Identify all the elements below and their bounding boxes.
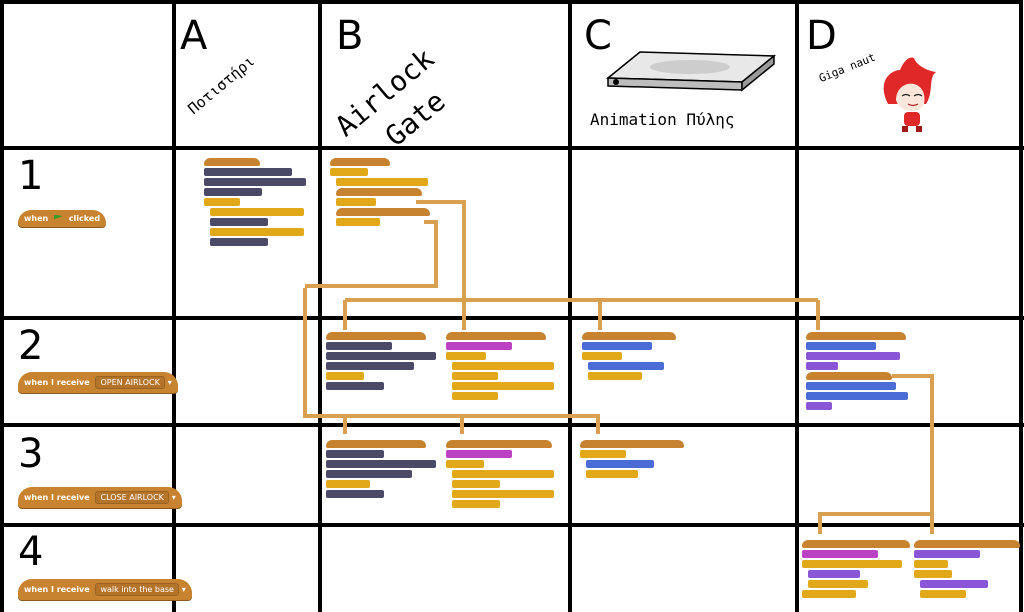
hat-message: CLOSE AIRLOCK (95, 491, 169, 504)
row-2-number: 2 (18, 323, 44, 369)
row-3-number: 3 (18, 431, 44, 477)
hat-suffix: clicked (68, 214, 101, 223)
script-d4-right (914, 540, 1020, 600)
column-d-letter: D (806, 13, 837, 59)
chevron-down-icon: ▾ (181, 585, 186, 594)
column-a-letter: A (180, 13, 208, 59)
red-fox-astronaut-icon (883, 57, 936, 132)
column-c-title: Animation Πύλης (590, 110, 735, 129)
hat-message: walk into the base (95, 583, 179, 596)
hat-label: when I receive (24, 378, 90, 387)
hat-label: when I receive (24, 585, 90, 594)
row-3-hat-block: when I receive CLOSE AIRLOCK ▾ (18, 487, 182, 508)
script-c3 (580, 440, 684, 480)
column-b-letter: B (336, 13, 364, 59)
script-a1 (204, 158, 306, 248)
hat-label: when (24, 214, 49, 223)
row-1-hat-block: when clicked (18, 210, 107, 227)
row-1-number: 1 (18, 153, 44, 199)
script-c2 (582, 332, 676, 382)
script-d4-left (802, 540, 912, 600)
script-b1 (330, 158, 430, 228)
row-2-hat-block: when I receive OPEN AIRLOCK ▾ (18, 372, 178, 393)
chevron-down-icon: ▾ (171, 493, 176, 502)
script-b3-left (326, 440, 436, 500)
hat-message: OPEN AIRLOCK (95, 376, 165, 389)
metal-plate-icon (605, 51, 777, 92)
green-flag-icon (54, 214, 64, 220)
script-b2-left (326, 332, 436, 392)
chevron-down-icon: ▾ (167, 378, 172, 387)
script-b3-right (446, 440, 556, 510)
script-d2 (806, 332, 908, 412)
script-b2-right (446, 332, 556, 402)
row-4-hat-block: when I receive walk into the base ▾ (18, 579, 192, 600)
row-4-number: 4 (18, 529, 44, 575)
hat-label: when I receive (24, 493, 90, 502)
column-c-letter: C (584, 13, 612, 59)
broadcast-connectors (303, 200, 934, 534)
